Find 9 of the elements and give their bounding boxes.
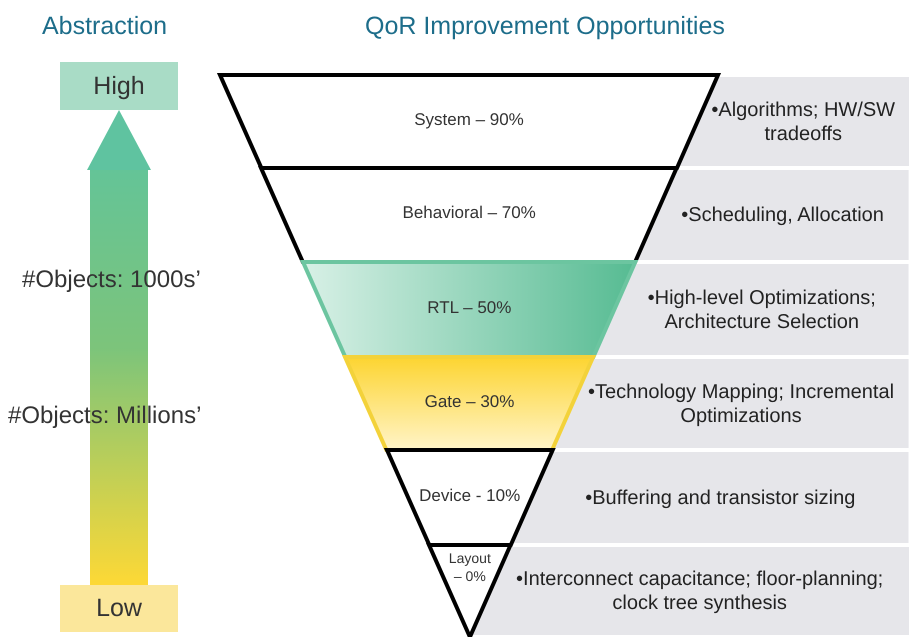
funnel-level: Device - 10%: [386, 450, 553, 545]
level-box: High: [60, 62, 178, 110]
level-box: Low: [60, 585, 178, 632]
gradient-arrow: [87, 110, 151, 585]
description-band: •Technology Mapping; Incremental Optimizations: [553, 359, 909, 448]
description-band: •Scheduling, Allocation: [636, 170, 909, 260]
axis-heading: Abstraction: [42, 12, 168, 41]
description-band: •High-level Optimizations; Architecture Selection: [594, 264, 909, 355]
title: QoR Improvement Opportunities: [365, 12, 725, 41]
